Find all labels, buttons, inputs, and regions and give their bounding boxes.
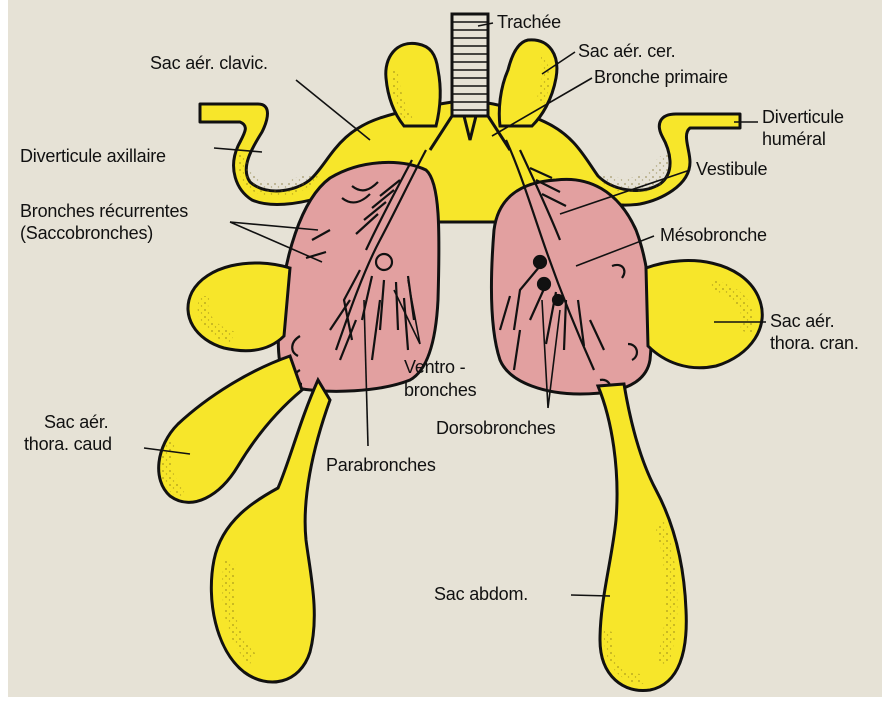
label-cranial-thoracic-sac-2: thora. cran. (770, 333, 859, 354)
label-abdominal-sac: Sac abdom. (434, 584, 528, 605)
label-ventrobronchi-1: Ventro - (404, 357, 465, 378)
label-axillary-diverticulum: Diverticule axillaire (20, 146, 166, 167)
label-humeral-diverticulum-2: huméral (762, 129, 826, 150)
label-cervical-sac: Sac aér. cer. (578, 41, 675, 62)
page-margin-right (882, 0, 888, 713)
label-vestibule: Vestibule (696, 159, 767, 180)
label-recurrent-bronchi-2: (Saccobronches) (20, 223, 153, 244)
label-cranial-thoracic-sac-1: Sac aér. (770, 311, 834, 332)
label-caudal-thoracic-sac-1: Sac aér. (44, 412, 108, 433)
label-ventrobronchi-2: bronches (404, 380, 476, 401)
label-dorsobronchi: Dorsobronches (436, 418, 555, 439)
label-trachea: Trachée (497, 12, 561, 33)
label-recurrent-bronchi-1: Bronches récurrentes (20, 201, 188, 222)
label-humeral-diverticulum-1: Diverticule (762, 107, 844, 128)
page-margin-bottom (0, 697, 888, 713)
page-margin-left (0, 0, 8, 713)
label-mesobronchus: Mésobronche (660, 225, 767, 246)
label-parabronchi: Parabronches (326, 455, 436, 476)
label-clavicular-sac: Sac aér. clavic. (150, 53, 268, 74)
label-caudal-thoracic-sac-2: thora. caud (24, 434, 112, 455)
label-primary-bronchus: Bronche primaire (594, 67, 728, 88)
